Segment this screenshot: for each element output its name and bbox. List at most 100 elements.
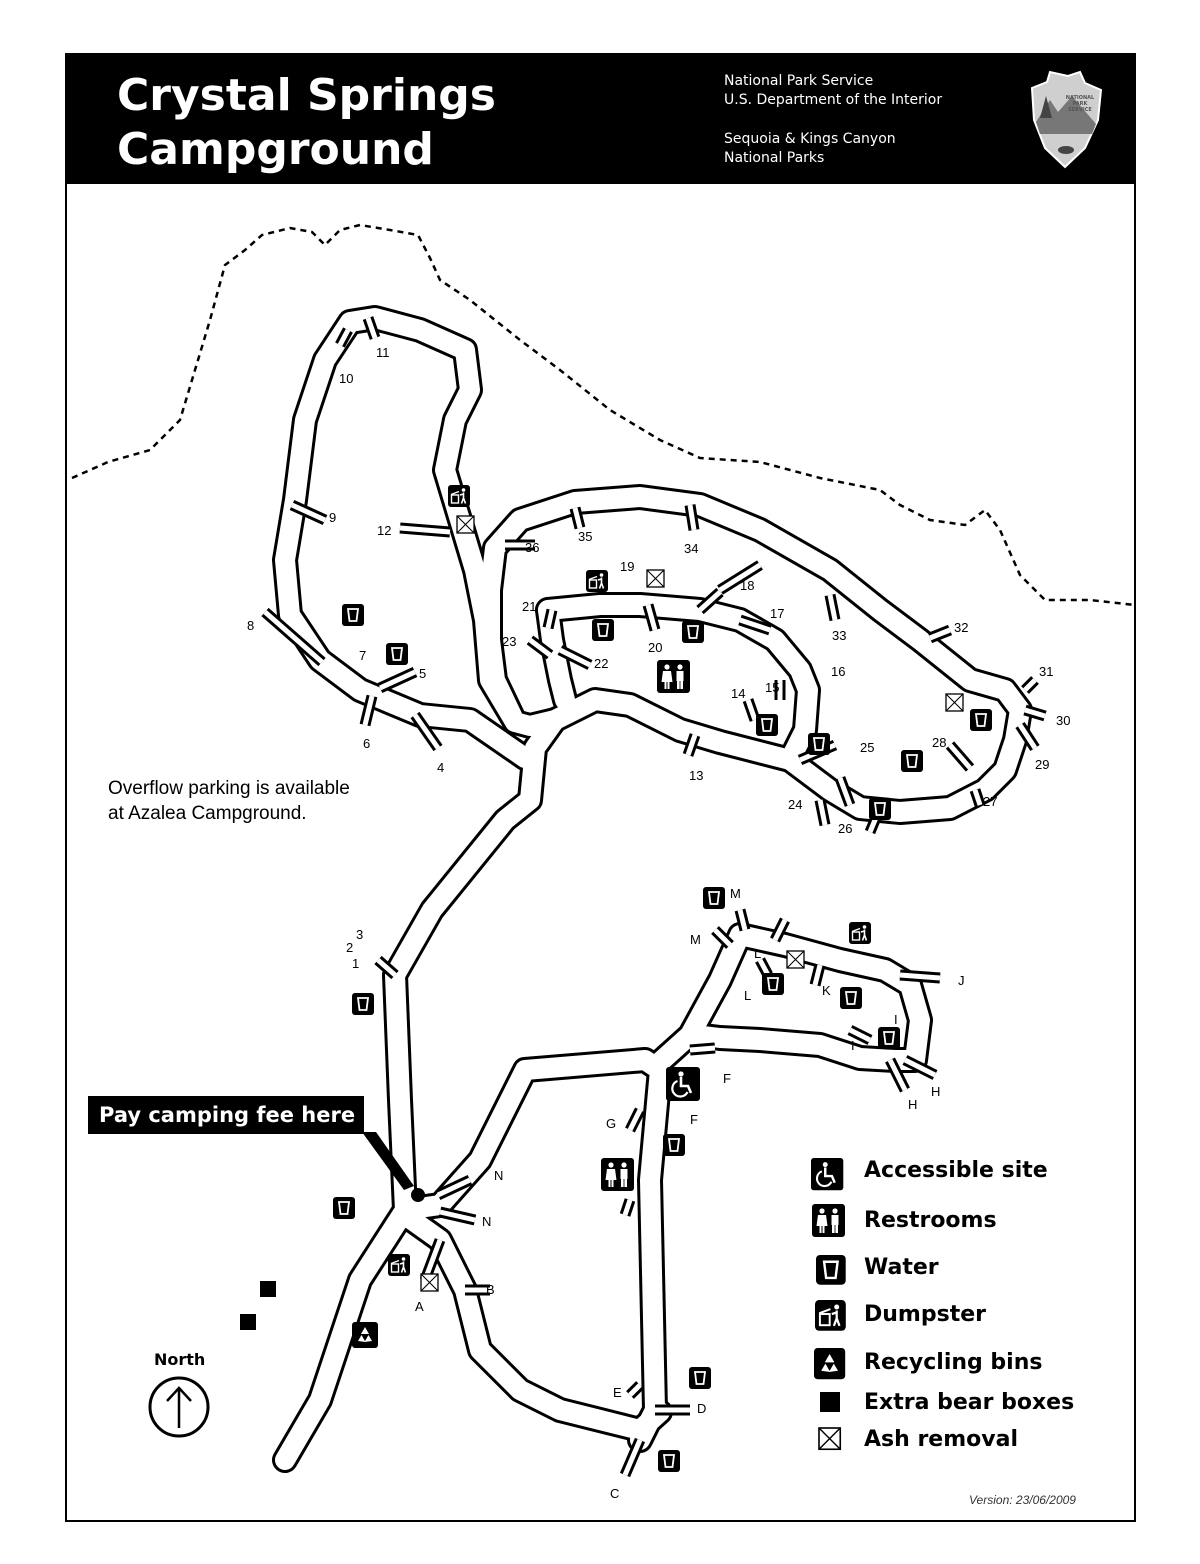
site-label-20: 20 <box>648 640 662 655</box>
bear-box-icon <box>240 1314 256 1330</box>
site-label-16: 16 <box>831 664 845 679</box>
logo-text-1: NATIONAL <box>1066 95 1095 101</box>
water-icon <box>385 642 409 666</box>
site-label-2: 2 <box>346 940 353 955</box>
dumpster-icon <box>387 1253 411 1277</box>
site-label-5: 5 <box>419 666 426 681</box>
site-label-29: 29 <box>1035 757 1049 772</box>
water-icon <box>591 618 615 642</box>
site-label-17: 17 <box>770 606 784 621</box>
version-text: Version: 23/06/2009 <box>969 1493 1076 1507</box>
restrooms-icon <box>657 660 690 693</box>
park-line-2: National Parks <box>724 150 825 166</box>
site-label-3: 3 <box>356 927 363 942</box>
site-label-10: 10 <box>339 371 353 386</box>
water-icon <box>681 620 705 644</box>
site-label-32: 32 <box>954 620 968 635</box>
site-label-H2: H <box>931 1084 940 1099</box>
water-icon <box>755 713 779 737</box>
site-label-M1: M <box>730 886 741 901</box>
legend-ash-label: Ash removal <box>864 1427 1018 1452</box>
site-label-8: 8 <box>247 618 254 633</box>
site-label-33: 33 <box>832 628 846 643</box>
site-label-14: 14 <box>731 686 745 701</box>
site-label-18: 18 <box>740 578 754 593</box>
legend-restrooms-icon <box>812 1204 845 1237</box>
water-icon <box>662 1133 686 1157</box>
site-label-A: A <box>415 1299 424 1314</box>
agency-line-1: National Park Service <box>724 73 874 89</box>
site-label-23: 23 <box>502 634 516 649</box>
site-label-9: 9 <box>329 510 336 525</box>
water-icon <box>877 1026 901 1050</box>
road-network <box>272 305 1033 1473</box>
ash-removal-icon <box>420 1273 439 1292</box>
site-label-1: 1 <box>352 956 359 971</box>
site-label-F1: F <box>723 1071 731 1086</box>
water-icon <box>839 986 863 1010</box>
site-label-7: 7 <box>359 648 366 663</box>
title-line-2: Campground <box>117 124 434 175</box>
water-icon <box>351 992 375 1016</box>
water-icon <box>900 749 924 773</box>
site-label-12: 12 <box>377 523 391 538</box>
site-label-26: 26 <box>838 821 852 836</box>
campsite-spurs <box>261 316 1047 1478</box>
legend-accessible-icon <box>809 1156 845 1192</box>
ash-removal-icon <box>456 515 475 534</box>
site-label-19: 19 <box>620 559 634 574</box>
site-label-C: C <box>610 1486 619 1501</box>
agency-line-2: U.S. Department of the Interior <box>724 92 943 108</box>
site-label-25: 25 <box>860 740 874 755</box>
fee-station-marker <box>362 1132 425 1202</box>
site-label-I2: I <box>851 1038 855 1053</box>
map-frame <box>65 53 1136 1522</box>
overflow-parking-note: Overflow parking is available at Azalea … <box>108 778 350 824</box>
site-label-15: 15 <box>765 680 779 695</box>
water-icon <box>761 972 785 996</box>
north-arrow-icon <box>148 1376 210 1438</box>
water-icon <box>868 797 892 821</box>
site-label-E: E <box>613 1385 622 1400</box>
legend-water-label: Water <box>864 1255 939 1280</box>
bear-box-icon <box>260 1281 276 1297</box>
legend-dumpster-icon <box>813 1298 847 1332</box>
site-label-L2: L <box>744 988 751 1003</box>
legend-bear-box-icon <box>820 1392 840 1412</box>
water-icon <box>341 603 365 627</box>
site-label-4: 4 <box>437 760 444 775</box>
water-icon <box>688 1366 712 1390</box>
pay-fee-callout: Pay camping fee here <box>88 1096 364 1134</box>
legend-dumpster-label: Dumpster <box>864 1302 986 1327</box>
ash-removal-icon <box>786 950 805 969</box>
site-label-31: 31 <box>1039 664 1053 679</box>
site-label-B: B <box>486 1282 495 1297</box>
ash-removal-icon <box>646 569 665 588</box>
dumpster-icon <box>447 484 471 508</box>
recycling-bins-icon <box>352 1322 378 1348</box>
legend-accessible-label: Accessible site <box>864 1158 1048 1183</box>
water-icon <box>969 708 993 732</box>
site-label-F2: F <box>690 1112 698 1127</box>
site-label-L1: L <box>754 946 761 961</box>
nps-arrowhead-logo: NATIONAL PARK SERVICE <box>1030 70 1103 169</box>
water-icon <box>807 732 831 756</box>
site-label-6: 6 <box>363 736 370 751</box>
site-label-H1: H <box>908 1097 917 1112</box>
north-label: North <box>154 1350 206 1369</box>
water-icon <box>332 1196 356 1220</box>
legend-recycling-icon <box>814 1348 846 1380</box>
site-label-D: D <box>697 1401 706 1416</box>
logo-text-3: SERVICE <box>1068 107 1092 113</box>
dumpster-icon <box>585 569 609 593</box>
site-label-K: K <box>822 983 831 998</box>
logo-text-2: PARK <box>1073 101 1089 107</box>
legend-bear-boxes-label: Extra bear boxes <box>864 1390 1075 1415</box>
site-number-labels: 1 2 3 4 5 6 7 8 9 10 11 12 13 14 15 16 1… <box>247 345 1070 1501</box>
legend-ash-icon <box>818 1427 842 1451</box>
site-label-I1: I <box>894 1012 898 1027</box>
legend-water-icon <box>814 1253 847 1286</box>
title-line-1: Crystal Springs <box>117 70 496 121</box>
site-label-30: 30 <box>1056 713 1070 728</box>
site-label-N2: N <box>482 1214 491 1229</box>
